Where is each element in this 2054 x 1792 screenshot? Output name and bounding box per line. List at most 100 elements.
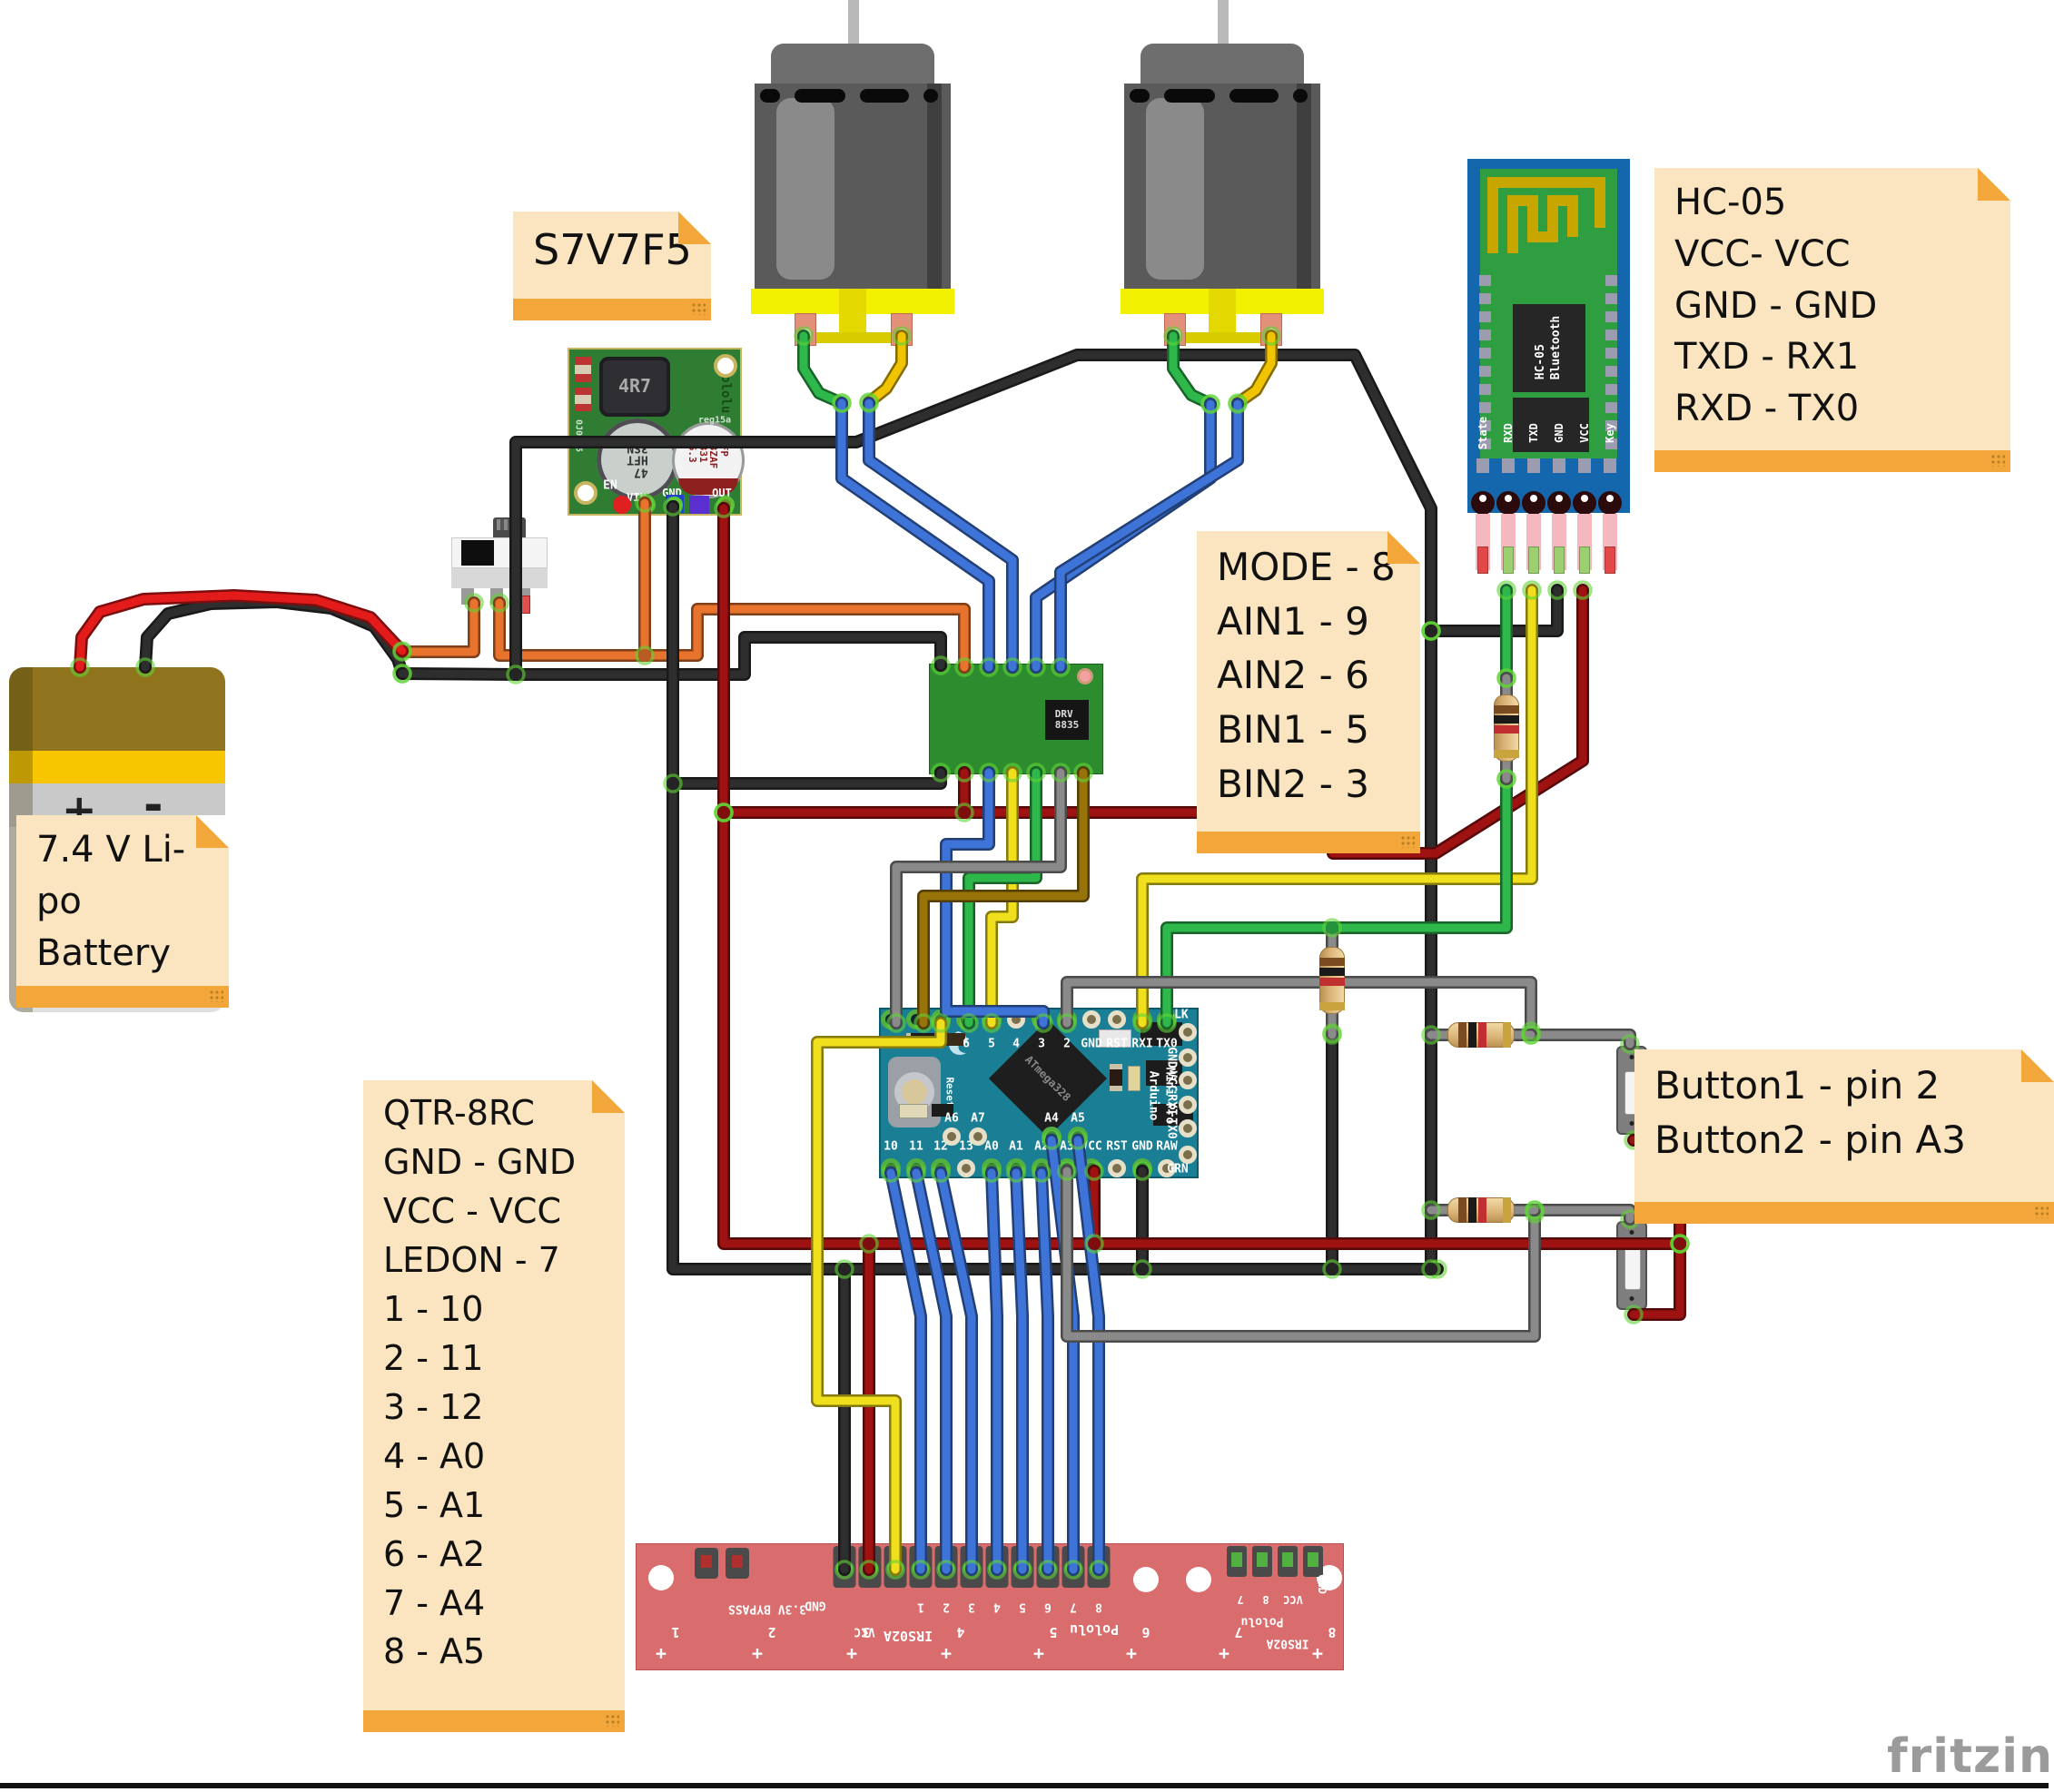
wire-wire_olive-54[interactable] <box>919 768 1088 1028</box>
arduino-pin-rst-bottom[interactable] <box>1108 1159 1126 1177</box>
wire-junction-dot <box>1425 1263 1437 1275</box>
hc05-pad <box>1479 402 1491 413</box>
arduino-sot23 <box>1146 1060 1182 1086</box>
wire-junction-dot <box>1326 1263 1338 1275</box>
reset-button-cap <box>902 1079 927 1105</box>
wire-wire_blue-36[interactable] <box>942 768 1048 1028</box>
arduino-pin-raw-bottom[interactable] <box>1158 1159 1176 1177</box>
wire-wire_blue-42[interactable] <box>1037 1168 1052 1574</box>
arduino-pin-label-rst-top: RST <box>1106 1037 1128 1051</box>
motor-body-highlight <box>776 98 834 280</box>
button1-pin-dot-bottom <box>1629 1121 1634 1126</box>
wire-wire_yellow-24[interactable] <box>1138 586 1536 1028</box>
wire-wire_black-6[interactable] <box>1427 586 1562 635</box>
wire-wire_gray-45[interactable] <box>892 768 1065 1028</box>
resistor-2[interactable] <box>1319 947 1345 1014</box>
arduino-pin-label-13-bottom: 13 <box>959 1139 973 1154</box>
arduino-right-pad-3[interactable] <box>1179 1096 1197 1114</box>
wire-wire_red_dark-21[interactable] <box>1629 1239 1684 1319</box>
note-strip <box>1197 832 1420 853</box>
button2-pin-dot-top <box>1629 1230 1634 1235</box>
wire-wire_blue-44[interactable] <box>1073 1136 1103 1574</box>
arduino-right-pad-1[interactable] <box>1179 1049 1197 1067</box>
arduino-right-pad-5[interactable] <box>1179 1146 1197 1164</box>
wire-wire_blue-39[interactable] <box>936 1168 976 1574</box>
wire-wire_yellow-23[interactable] <box>813 1019 945 1574</box>
dc-motor-left[interactable] <box>751 0 954 347</box>
wire-wire_red_bright-13[interactable] <box>75 591 407 672</box>
arduino-right-pad-2[interactable] <box>1179 1071 1197 1089</box>
wire-wire_yellow-22[interactable] <box>987 768 1017 1028</box>
wire-wire_black-9[interactable] <box>668 768 945 788</box>
arduino-right-pad-0[interactable] <box>1179 1023 1197 1041</box>
note-strip <box>363 1710 625 1732</box>
wire-wire_green-25[interactable] <box>964 768 1041 1028</box>
arduino-pin-label-10-bottom: 10 <box>884 1139 898 1154</box>
wire-endpoint-ring <box>979 657 999 677</box>
wire-wire_blue-33[interactable] <box>864 399 1017 672</box>
qtr-bypass-led-1 <box>732 1555 743 1568</box>
qtr-right-pad-green-2 <box>1282 1552 1293 1567</box>
hc05-bottom-pad <box>1476 458 1489 473</box>
wire-wire_black-8[interactable] <box>668 502 1442 1274</box>
note-strip <box>1654 450 2010 472</box>
wire-endpoint-ring <box>982 1013 1002 1033</box>
wire-wire_blue-38[interactable] <box>912 1168 951 1574</box>
motor-driver-drv8835[interactable]: DRV 8835 <box>929 664 1103 774</box>
regulator-en-pin[interactable] <box>613 496 631 514</box>
wire-wire_motor_yellow-30[interactable] <box>864 331 906 407</box>
voltage-regulator-s7v7f5[interactable]: 4R7 47 HFT 3SN FP 3ZAF 331 6.3 Pololu re… <box>568 348 745 516</box>
wire-wire_orange-1[interactable] <box>495 598 969 672</box>
sticky-note-s7v7f5[interactable]: S7V7F5 <box>513 212 711 320</box>
wire-wire_black-4[interactable] <box>398 633 945 679</box>
arduino-pin-gnd-top[interactable] <box>1082 1010 1101 1029</box>
arduino-pin-13-bottom[interactable] <box>957 1159 975 1177</box>
arduino-pin-rst-top[interactable] <box>1108 1010 1126 1029</box>
resistor-4[interactable] <box>1447 1197 1515 1223</box>
note-grip-dots <box>209 990 223 1002</box>
arduino-pin-a6[interactable] <box>943 1127 961 1146</box>
wire-wire_blue-35[interactable] <box>1056 399 1242 672</box>
arduino-label-grn: GRN <box>1167 1162 1189 1177</box>
motor-vent-1 <box>795 89 845 103</box>
resistor-3[interactable] <box>1447 1022 1515 1048</box>
wire-wire_orange-0[interactable] <box>398 598 479 656</box>
wire-wire_gray-46[interactable] <box>1062 978 1536 1036</box>
wire-endpoint-ring <box>832 393 852 413</box>
wire-wire_blue-40[interactable] <box>987 1168 1002 1574</box>
wire-wire_green-29[interactable] <box>1169 331 1215 409</box>
arduino-pin-label-a6: A6 <box>944 1111 959 1126</box>
wire-wire_blue-41[interactable] <box>1012 1168 1027 1574</box>
resistor-1[interactable] <box>1494 694 1519 762</box>
wire-endpoint-ring <box>1421 1200 1441 1220</box>
wire-wire_black-5[interactable] <box>511 350 1436 679</box>
wire-endpoint-ring <box>1261 326 1281 346</box>
arduino-smd-3 <box>1099 1029 1131 1048</box>
motor-vent-3 <box>923 89 938 103</box>
wire-wire_blue-37[interactable] <box>886 1168 925 1574</box>
wire-wire_red_dark-16[interactable] <box>719 808 1684 1248</box>
wire-wire_gray-48[interactable] <box>1062 1167 1539 1341</box>
qtr-right-pad-green-3 <box>1308 1552 1318 1567</box>
wire-wire_green-28[interactable] <box>799 331 846 408</box>
hc05-header-tip <box>1579 546 1590 574</box>
arduino-right-pad-4[interactable] <box>1179 1119 1197 1137</box>
hc05-pad <box>1605 348 1617 359</box>
arduino-pin-a7[interactable] <box>969 1127 987 1146</box>
wire-wire_blue-32[interactable] <box>837 399 993 672</box>
wire-endpoint-ring <box>663 773 683 793</box>
qtr-right-pad-green-0 <box>1231 1552 1242 1567</box>
dc-motor-right[interactable] <box>1121 0 1324 347</box>
wire-wire_motor_yellow-31[interactable] <box>1233 331 1276 408</box>
wire-endpoint-ring <box>1421 1025 1441 1045</box>
push-button-2[interactable] <box>1616 1221 1647 1310</box>
